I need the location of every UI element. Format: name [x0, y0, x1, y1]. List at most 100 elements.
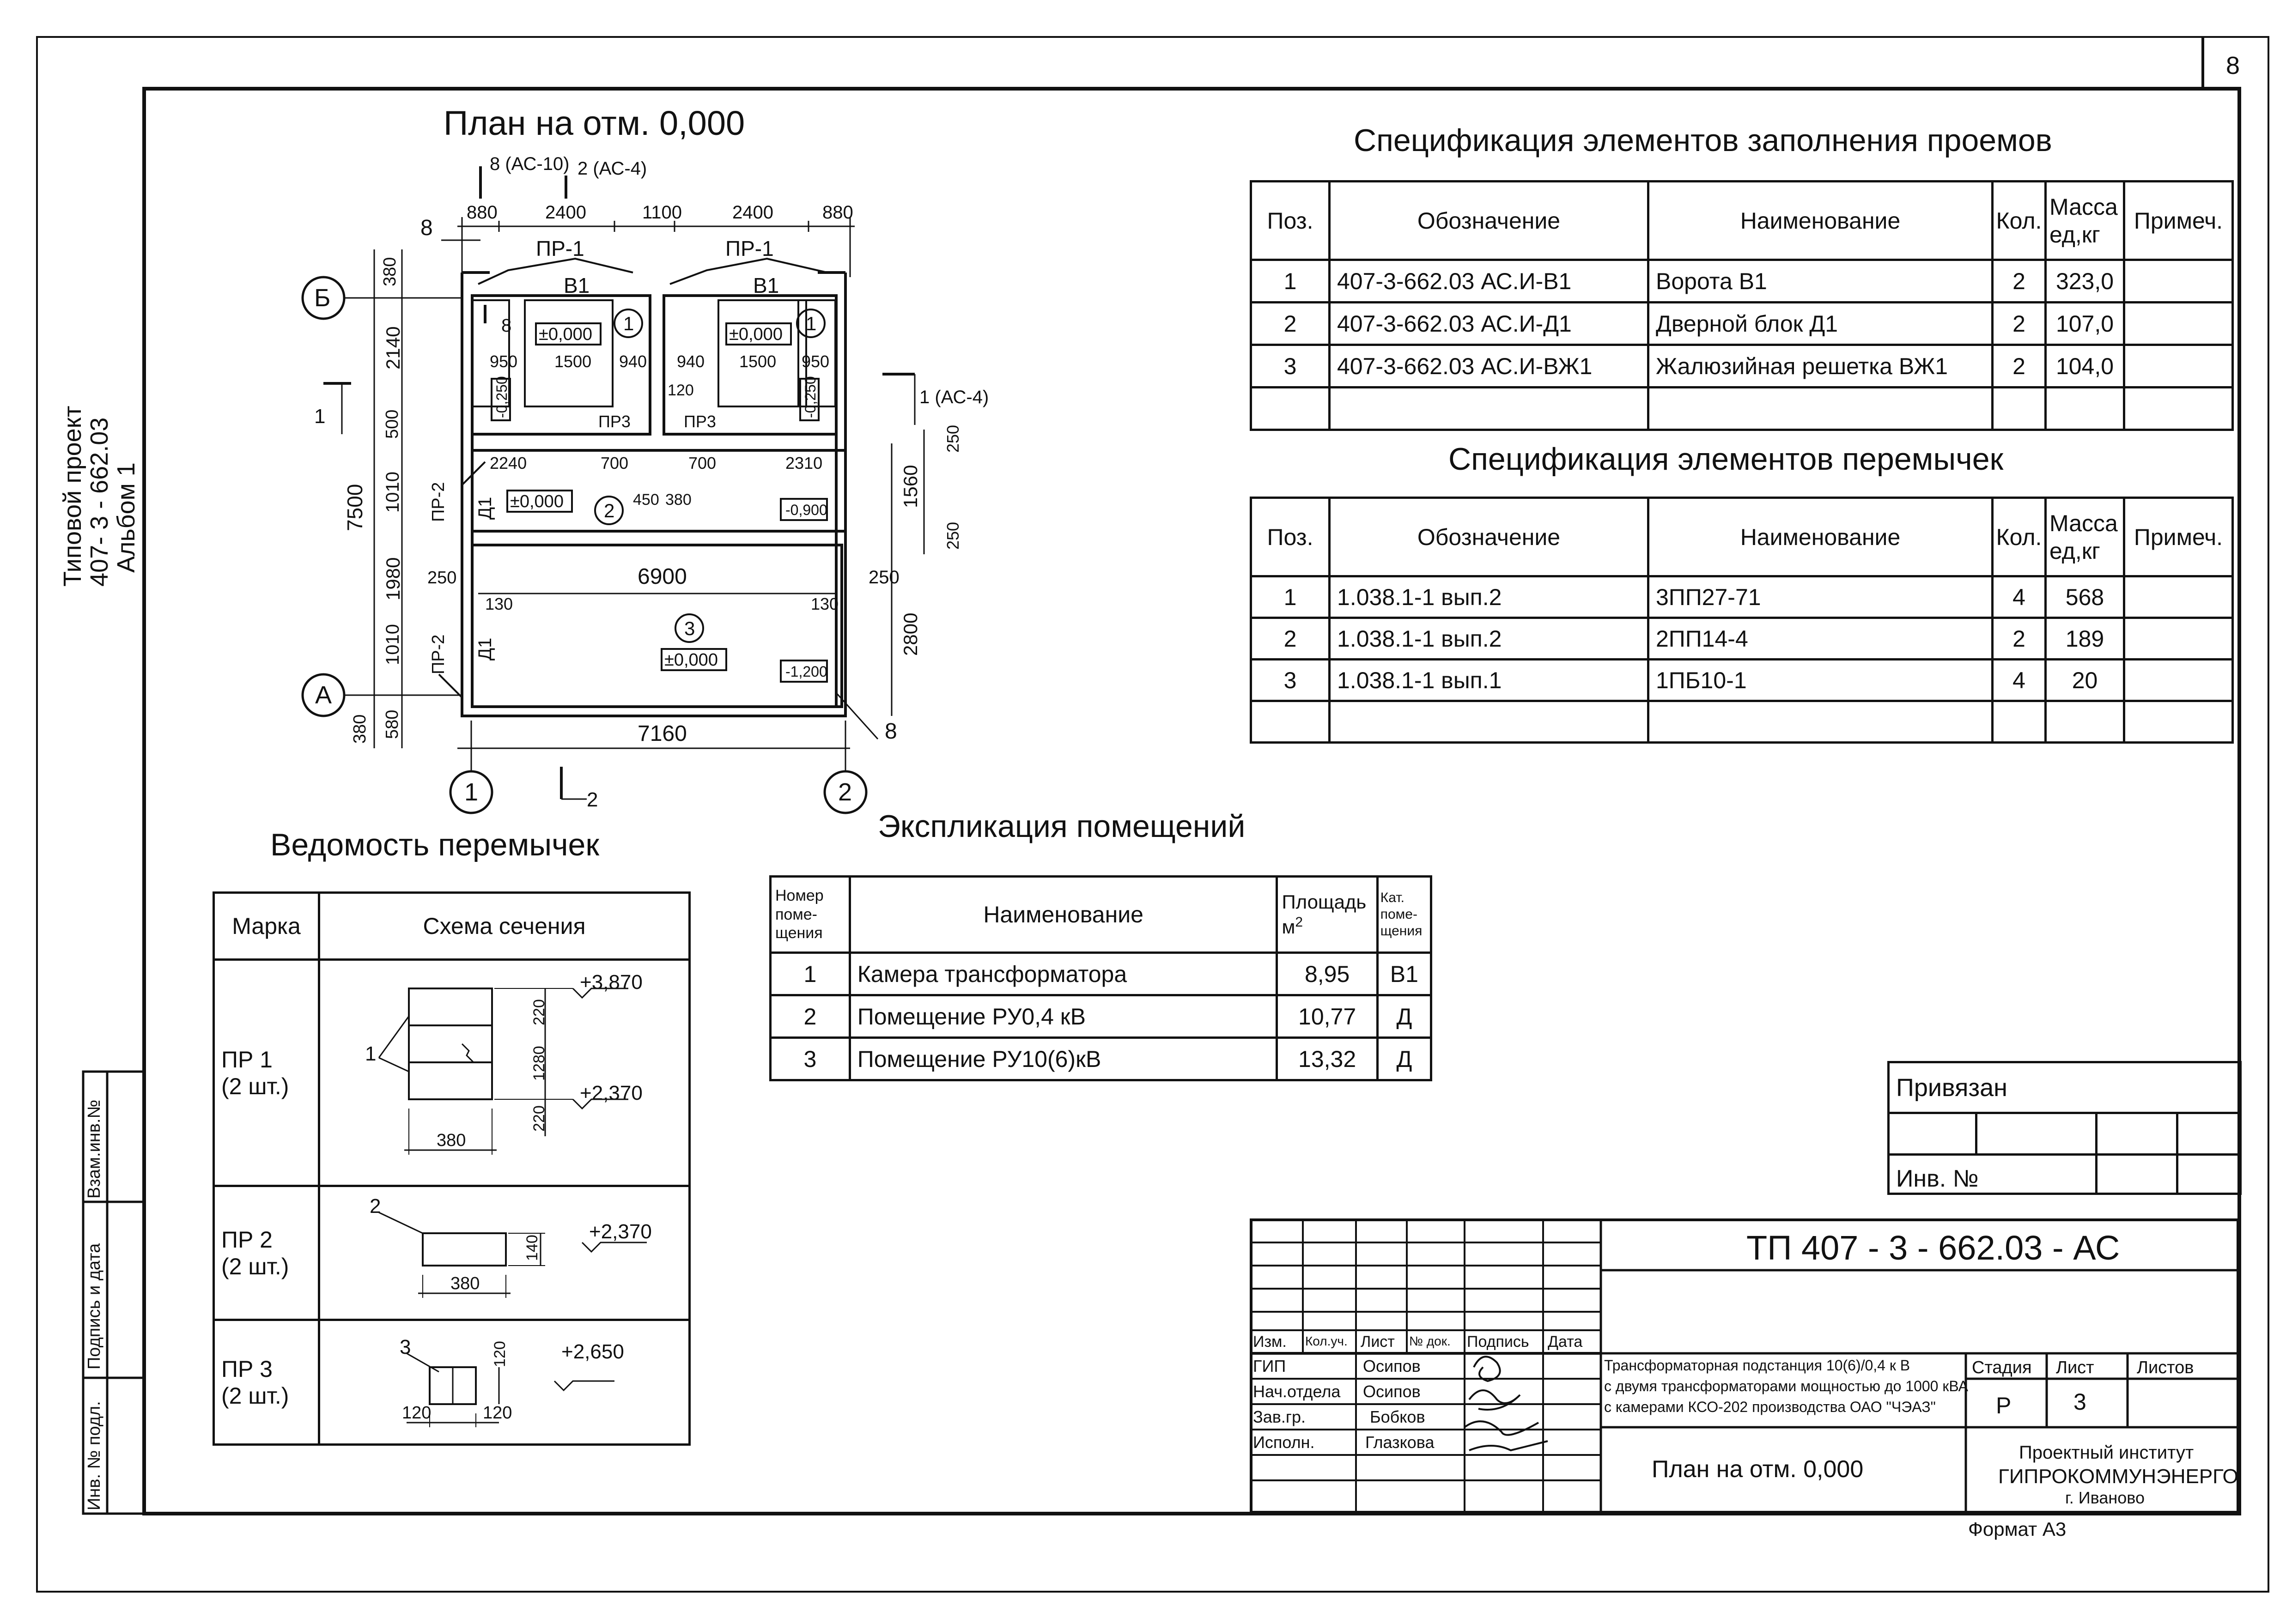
spec-openings-r2-code: 407-3-662.03 АС.И-Д1	[1328, 301, 1649, 346]
stamp-desc-2: с двумя трансформаторами мощностью до 10…	[1604, 1378, 1968, 1394]
plan-pr3-right: ПР3	[684, 412, 716, 431]
plan-level-m1200: -1,200	[785, 663, 827, 680]
spec-openings-r3-name: Жалюзийная решетка ВЖ1	[1647, 344, 1994, 388]
spec-openings-h-mass: Масса ед,кг	[2044, 180, 2125, 261]
plan-d2310: 2310	[785, 454, 823, 473]
plan-level-0-room2: ±0,000	[510, 492, 564, 511]
cut-8-left: 8	[420, 216, 433, 240]
plan-pr1-left: ПР-1	[536, 236, 584, 261]
spec-lintels-r2-code: 1.038.1-1 вып.2	[1328, 617, 1649, 661]
plan-d700b: 700	[688, 454, 717, 473]
lintel-list-r1-mark: ПР 1	[221, 1046, 273, 1073]
stamp-name-4: Глазкова	[1365, 1433, 1435, 1452]
spec-openings-r1-note	[2123, 259, 2234, 303]
spec-lintels-r2-mass: 189	[2044, 617, 2125, 661]
signatures	[1464, 1356, 1548, 1452]
lintel-list-r2-qty: (2 шт.)	[221, 1253, 289, 1279]
left-strip	[82, 1070, 146, 1515]
plan-b1-right: В1	[753, 273, 779, 297]
spec-openings-h-qty: Кол.	[1991, 180, 2047, 261]
dim-top-1100: 1100	[642, 202, 682, 223]
dim-top-2400b: 2400	[732, 202, 773, 223]
stamp-sheet: 3	[2073, 1389, 2086, 1415]
lintel3-pos: 3	[400, 1336, 411, 1358]
spec-openings-h-name: Наименование	[1647, 180, 1994, 261]
spec-lintels-h-code: Обозначение	[1328, 497, 1649, 577]
stamp-org-2: ГИПРОКОММУНЭНЕРГО	[1998, 1465, 2238, 1488]
spec-openings-r1-mass: 323,0	[2044, 259, 2125, 303]
lintel-list-r3-qty: (2 шт.)	[221, 1382, 289, 1409]
explication-h-area: Площадь м	[1282, 891, 1367, 938]
privyazan-box: Привязан Инв. №	[1887, 1061, 2242, 1195]
plan-pr3-left: ПР3	[598, 412, 631, 431]
stamp-col-list: Лист	[1361, 1333, 1395, 1351]
stamp-col-doc: № док.	[1409, 1334, 1451, 1348]
spec-lintels-r2-name: 2ПП14-4	[1647, 617, 1994, 661]
spec-openings-r2-name: Дверной блок Д1	[1647, 301, 1994, 346]
spec-lintels-h-pos: Поз.	[1250, 497, 1331, 577]
plan-level-0-room1a: ±0,000	[539, 325, 592, 344]
plan-d1500a: 1500	[554, 352, 592, 371]
axis-label-1: 1	[464, 778, 479, 806]
explication-title: Экспликация помещений	[878, 809, 1246, 844]
spec-lintels-h-name: Наименование	[1647, 497, 1994, 577]
spec-openings-r2-pos: 2	[1250, 301, 1331, 346]
lintel-list-r2-mark: ПР 2	[221, 1226, 273, 1253]
lintel-list-h-mark: Марка	[213, 891, 320, 961]
lintel3-level1: +2,650	[561, 1340, 624, 1363]
outer-border	[36, 36, 2269, 1593]
lintel3-w1: 120	[402, 1403, 432, 1423]
explication-table: Номер поме- щения Наименование Площадь м…	[769, 875, 1433, 1081]
dim-top-2400a: 2400	[545, 202, 586, 223]
cut-1-left: 1	[314, 405, 326, 428]
plan-level-m900: -0,900	[785, 502, 827, 518]
spec-lintels-r2-pos: 2	[1250, 617, 1331, 661]
plan-d940b: 940	[677, 352, 705, 371]
lintel-list-r2-mark-cell: ПР 2 (2 шт.)	[213, 1185, 320, 1321]
explication-r3-num: 3	[769, 1036, 851, 1081]
spec-lintels-r3-pos: 3	[1250, 658, 1331, 702]
plan-d450: 450	[633, 491, 659, 509]
stamp-code: ТП 407 - 3 - 662.03 - АС	[1746, 1229, 2120, 1267]
lintel3-w2: 120	[483, 1403, 512, 1423]
stamp-stage: Р	[1996, 1393, 2012, 1418]
cut-8-bottom: 8	[885, 719, 897, 744]
stamp-sheets-label: Листов	[2137, 1358, 2194, 1377]
spec-openings-r3-qty: 2	[1991, 344, 2047, 388]
explication-h-cat: Кат. поме- щения	[1376, 875, 1433, 954]
dim-top-880b: 880	[822, 202, 853, 223]
spec-lintels-h-mass: Масса ед,кг	[2044, 497, 2125, 577]
dim-bottom-7160: 7160	[638, 721, 687, 746]
dim-right-250c: 250	[869, 567, 900, 588]
explication-r1-num: 1	[769, 951, 851, 996]
sheet-format: Формат А3	[1968, 1518, 2067, 1540]
stamp	[1250, 1218, 2239, 1514]
explication-r1-cat: В1	[1376, 951, 1433, 996]
spec-lintels-r2-qty: 2	[1991, 617, 2047, 661]
explication-r2-cat: Д	[1376, 994, 1433, 1039]
lintel1-pos: 1	[365, 1042, 377, 1065]
spec-openings-r3-note	[2123, 344, 2234, 388]
stamp-stage-label: Стадия	[1972, 1358, 2032, 1377]
spec-openings-r1-code: 407-3-662.03 АС.И-В1	[1328, 259, 1649, 303]
lintel-list-r1-scheme	[318, 958, 691, 1187]
lintel-list-r1-qty: (2 шт.)	[221, 1073, 289, 1099]
explication-h-area-sup: 2	[1295, 914, 1303, 930]
stamp-col-sign: Подпись	[1467, 1333, 1529, 1351]
explication-r3-area: 13,32	[1276, 1036, 1379, 1081]
spec-lintels-r1-note	[2123, 575, 2234, 619]
lintel-list-r3-mark: ПР 3	[221, 1356, 273, 1382]
plan-d950a: 950	[490, 352, 518, 371]
spec-lintels-r3-code: 1.038.1-1 вып.1	[1328, 658, 1649, 702]
explication-r3-cat: Д	[1376, 1036, 1433, 1081]
axis-markers	[301, 276, 868, 814]
explication-h-name: Наименование	[848, 875, 1278, 954]
spec-openings-r2-note	[2123, 301, 2234, 346]
explication-h-area-cell: Площадь м2	[1276, 875, 1379, 954]
explication-r2-num: 2	[769, 994, 851, 1039]
plan-d700a: 700	[601, 454, 629, 473]
spec-openings-r1-pos: 1	[1250, 259, 1331, 303]
stamp-org-3: г. Иваново	[2065, 1488, 2145, 1507]
plan-d380: 380	[665, 491, 692, 509]
plan-d130-left: 130	[485, 594, 513, 613]
